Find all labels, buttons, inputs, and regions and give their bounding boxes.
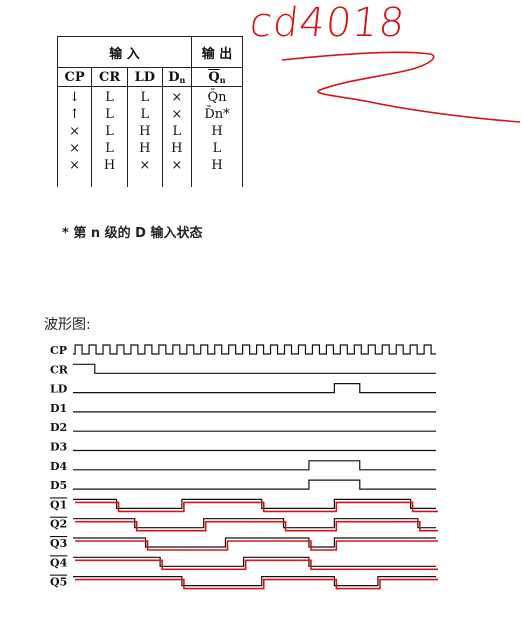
table-cell: Q̄n <box>207 90 227 105</box>
signal-label-d5: D5 <box>50 479 67 492</box>
column-values-0: ↓ ↑ × × × <box>56 86 93 187</box>
column-header-0: CP <box>56 67 93 87</box>
table-cell: H <box>103 158 116 173</box>
table-cell: D̄n* <box>204 107 230 122</box>
signal-label-d1: D1 <box>50 402 67 415</box>
table-cell: L <box>105 90 114 105</box>
signal-label-d2: D2 <box>50 421 67 434</box>
red-trace-q1 <box>75 501 438 513</box>
red-annotation-scribble <box>281 51 521 123</box>
table-cell: L <box>172 124 182 139</box>
table-cell: × <box>139 158 151 173</box>
table-cell: L <box>105 141 114 156</box>
waveform-q4 <box>73 556 436 567</box>
waveform-q2 <box>73 518 436 529</box>
table-cell: H <box>139 124 151 139</box>
table-cell: H <box>139 141 151 156</box>
waveform-d5 <box>73 479 436 490</box>
signal-label-q4: Q4 <box>50 556 68 569</box>
waveform-q1 <box>73 498 436 509</box>
table-cell: L <box>212 141 222 156</box>
table-cell: L <box>140 90 150 105</box>
table-cell: H <box>211 158 223 173</box>
table-cell: × <box>69 124 81 139</box>
waveform-ld <box>73 383 436 394</box>
table-cell: × <box>171 158 183 173</box>
waveform-cp <box>73 344 436 355</box>
table-cell: ↓ <box>69 90 81 105</box>
red-trace-q5 <box>75 578 438 590</box>
red-trace-q4 <box>75 559 438 571</box>
signal-label-cr: CR <box>50 363 69 376</box>
table-cell: × <box>69 158 81 173</box>
signal-label-q3: Q3 <box>50 537 67 550</box>
input-header: 输 入 <box>57 36 192 68</box>
table-cell: H <box>211 124 223 139</box>
signal-label-q5: Q5 <box>50 576 67 589</box>
table-cell: × <box>171 90 183 105</box>
red-trace-q3 <box>75 540 438 551</box>
table-cell: L <box>105 124 114 139</box>
table-cell: × <box>171 107 183 122</box>
column-header-1: CR <box>91 67 129 87</box>
waveform-q3 <box>73 537 436 548</box>
waveform-q5 <box>73 576 436 587</box>
output-header: 输 出 <box>190 36 244 68</box>
signal-label-d3: D3 <box>50 441 67 454</box>
table-cell: ↑ <box>69 107 81 122</box>
table-cell: H <box>171 141 183 156</box>
signal-label-q1: Q1 <box>50 498 67 511</box>
red-trace-q2 <box>75 520 438 532</box>
signal-label-q2: Q2 <box>50 518 67 531</box>
signal-label-cp: CP <box>50 344 67 357</box>
waveform-cr <box>73 363 436 374</box>
table-cell: L <box>105 107 114 122</box>
table-cell: L <box>140 107 150 122</box>
table-cell: × <box>69 141 81 156</box>
column-header-4: Qn <box>190 67 244 87</box>
signal-label-ld: LD <box>50 383 68 396</box>
waveform-d4 <box>73 460 436 471</box>
column-header-3: Dn <box>161 67 192 87</box>
signal-label-d4: D4 <box>50 460 68 473</box>
footnote: * 第 n 级的 D 输入状态 <box>62 226 203 241</box>
waveform-label: 波形图: <box>44 317 91 333</box>
